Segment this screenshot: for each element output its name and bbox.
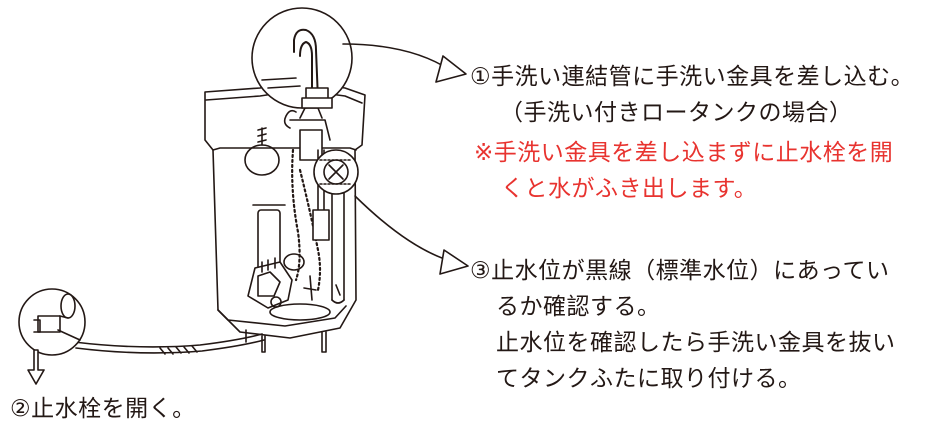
tank-internals (244, 107, 359, 321)
step3-line2: るか確認する。 (496, 294, 661, 320)
step3-line1: ③止水位が黒線（標準水位）にあってい (470, 258, 890, 284)
step3-line4: てタンクふたに取り付ける。 (496, 366, 802, 392)
step3-line3: 止水位を確認したら手洗い金具を抜い (496, 330, 896, 356)
arrow-step1 (342, 43, 467, 83)
step1-line1: ①手洗い連結管に手洗い金具を差し込む。 (470, 64, 915, 90)
magnifier-circle (251, 7, 353, 109)
arrow-step2 (27, 349, 45, 385)
arrow-step3 (354, 195, 469, 275)
supply-hose (73, 333, 265, 355)
warning-line2: くと水がふき出します。 (501, 176, 758, 202)
step1-line2: （手洗い付きロータンクの場合） (500, 100, 853, 126)
step2-line1: ②止水栓を開く。 (10, 396, 196, 422)
stop-valve-circle (18, 288, 86, 356)
warning-line1: ※手洗い金具を差し込まずに止水栓を開 (474, 140, 894, 166)
